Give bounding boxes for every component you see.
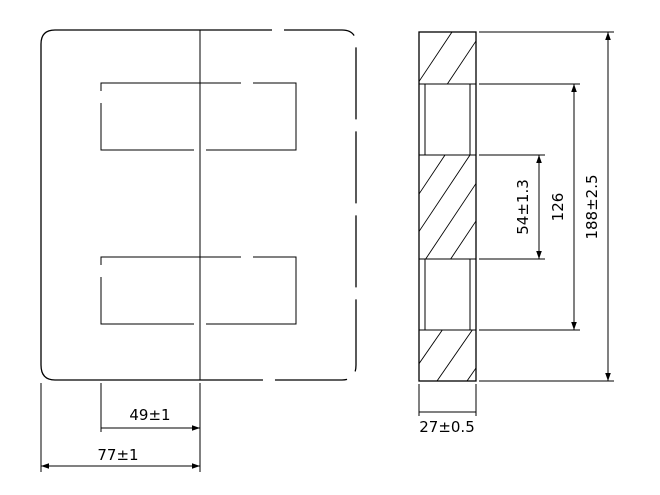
dim-leg-opening: 54±1.3 (479, 154, 545, 260)
dim-label-overall-width: 77±1 (97, 446, 138, 464)
dim-overall-width: 77±1 (40, 383, 200, 472)
front-view-left-outline (40, 29, 200, 381)
front-view-lower-window (100, 256, 297, 325)
front-view-upper-window (100, 82, 297, 151)
dim-label-leg-opening: 54±1.3 (514, 179, 532, 235)
dim-label-overall-height: 188±2.5 (583, 174, 601, 239)
side-view-outline (418, 31, 477, 382)
front-view (40, 29, 357, 381)
dim-label-center-leg-width: 49±1 (129, 406, 170, 424)
section-hatching-top (419, 32, 476, 84)
dim-window-span: 126 (479, 83, 580, 331)
section-hatching-middle (419, 155, 476, 259)
dim-overall-height: 188±2.5 (479, 31, 614, 382)
section-hatching-bottom (419, 330, 476, 381)
dim-label-window-span: 126 (549, 193, 567, 222)
dim-center-leg-width: 49±1 (100, 383, 201, 472)
dim-label-core-thickness: 27±0.5 (419, 418, 475, 436)
dim-core-thickness: 27±0.5 (418, 384, 477, 436)
side-view (418, 31, 477, 382)
front-view-right-outline (200, 29, 357, 381)
